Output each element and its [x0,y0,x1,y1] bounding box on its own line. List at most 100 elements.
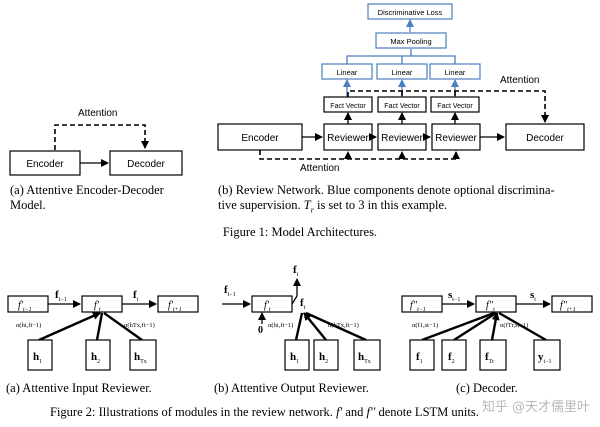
fig2c-f1-box [409,339,435,371]
fig2a-next-label: f't+1 [168,300,182,313]
fig1b-linear1-label: Linear [337,68,358,77]
fig1b-caption: (b) Review Network. Blue components deno… [218,183,598,218]
fig1b-attention-bottom-label: Attention [300,163,339,174]
fig2a-arrow2-label: ft [133,289,139,303]
fig2a-hT-box [129,339,157,371]
fig1b-linear3-connector [411,55,456,64]
fig2b-alpha2: α(hTx,ft−1) [328,322,359,329]
fig1a-caption: (a) Attentive Encoder-Decoder Model. [10,183,205,213]
fig1b-caption-line1: (b) Review Network. Blue components deno… [218,183,555,197]
fig2c-cur-label: f''t [486,300,495,313]
fig1a-encoder-box [9,150,81,176]
fig1b-reviewer2-box [377,123,427,151]
fig1b-caption-line2: tive supervision. Tr is set to 3 in this… [218,198,448,215]
fig2a-arrow1-label: ft−1 [55,289,67,303]
fig2a-prev-label: f't−1 [18,300,32,313]
fig2c-y-box [533,339,561,371]
fig2b-h1-box [284,339,310,371]
fig2b-hT-label: hTx [358,351,371,365]
fig2b-hT-box [353,339,381,371]
fig1b-encoder-box [217,123,303,151]
fig2c-f1-label: f1 [416,351,423,365]
fig1b-reviewer1-label: Reviewer [327,133,369,144]
fig2b-top-label: ft [293,264,299,278]
fig2b-h2-box [313,339,339,371]
fig2c-y-line [498,311,547,342]
fig1b-maxpool-label: Max Pooling [390,37,431,46]
fig2a-alpha2: α(hTx,ft−1) [124,322,155,329]
fig2c-diagram: f''t−1 st−1 f''t st f''t+1 α(f1,st−1) α(… [401,289,593,371]
watermark: 知乎 @天才儒里叶 [481,400,590,415]
fig2a-next-box [157,295,199,313]
fig2a-h2-box [85,339,111,371]
fig2a-h2-line [95,312,104,341]
fig2c-f2-box [441,339,467,371]
fig1b-linear2-label: Linear [392,68,413,77]
fig2c-fT-box [479,339,507,371]
fig1b-factvec1-label: Fact Vector [330,103,366,110]
fig2b-zero: 0 [258,325,263,336]
fig2a-caption: (a) Attentive Input Reviewer. [6,381,152,395]
fig2c-next-label: f''t+1 [560,300,576,313]
fig2c-fT-label: fTr [485,351,494,365]
fig2a-h1-line [38,311,101,342]
fig2b-alpha1: α(hi,ft−1) [268,322,293,329]
fig1b-reviewer3-label: Reviewer [435,133,477,144]
fig2c-prev-label: f''t−1 [410,300,426,313]
fig2b-in-label: ft−1 [224,284,236,298]
fig2b-h2-line [303,312,327,341]
fig2c-f2-label: f2 [448,351,455,365]
fig1b-linear1-connector [346,49,412,64]
fig1b-attention-top-arrow [347,90,549,123]
fig2b-ft-label: ft [300,297,306,311]
fig2a-diagram: f't−1 ft−1 f't ft f't+1 α(hi,ft−1) α(hTx… [7,289,199,371]
fig1a-caption-line1: (a) Attentive Encoder-Decoder [10,183,164,197]
fig2a-hT-label: hTx [134,351,147,365]
fig2b-h2-label: h2 [319,351,328,365]
fig2c-next-box [551,295,593,313]
fig2b-cur-top-link [291,295,298,305]
fig1b-encoder-label: Encoder [241,133,279,144]
fig2c-cur-box [475,295,517,313]
fig2c-f2-line [453,311,497,342]
fig1a-caption-line2: Model. [10,198,46,212]
fig2c-caption: (c) Decoder. [456,381,518,395]
fig1b-attention-top-label: Attention [500,75,539,86]
fig1a-attention-arrow [54,124,149,150]
fig2c-fT-line [490,312,500,341]
fig2a-h1-box [27,339,53,371]
fig1a-encoder-label: Encoder [26,159,64,170]
fig1b-decoder-label: Decoder [526,133,564,144]
fig2c-s2-label: st [530,289,536,303]
fig2c-s1-label: st−1 [448,289,460,303]
fig1a-diagram: Attention Encoder Decoder [9,108,183,176]
fig1a-decoder-box [109,150,183,176]
fig1a-attention-label: Attention [78,108,117,119]
fig2b-diagram: ft ft−1 f't 0 ft α(hi,ft−1) α(hTx,ft−1) … [222,264,381,371]
fig2b-h1-label: h1 [290,351,299,365]
fig2b-caption: (b) Attentive Output Reviewer. [214,381,369,395]
fig1b-factvec2-label: Fact Vector [384,103,420,110]
fig1b-reviewer2-label: Reviewer [381,133,423,144]
fig2c-alpha2: α(fTr,st−1) [500,322,528,329]
fig2a-h1-label: h1 [33,351,42,365]
fig1b-reviewer3-box [431,123,481,151]
fig2a-hT-line [103,312,143,341]
fig2a-cur-box [81,295,123,313]
fig2c-alpha1: α(f1,st−1) [412,322,438,329]
fig1b-attention-bottom-arrow [259,150,460,160]
fig1b-maxpool-box [375,32,447,49]
fig2c-f1-line [421,311,495,342]
fig2a-alpha1: α(hi,ft−1) [16,322,41,329]
fig1b-factvec3-label: Fact Vector [437,103,473,110]
fig2c-y-label: yt−1 [538,351,552,365]
fig2b-hT-line [305,311,367,342]
fig1-title: Figure 1: Model Architectures. [222,225,378,239]
fig2a-h2-label: h2 [91,351,100,365]
fig1b-decoder-box [505,123,585,151]
fig2-title: Figure 2: Illustrations of modules in th… [50,405,479,419]
fig2b-cur-label: f't [264,300,271,313]
fig1b-loss-label: Discriminative Loss [378,8,443,17]
fig2b-cur-box [251,295,293,313]
